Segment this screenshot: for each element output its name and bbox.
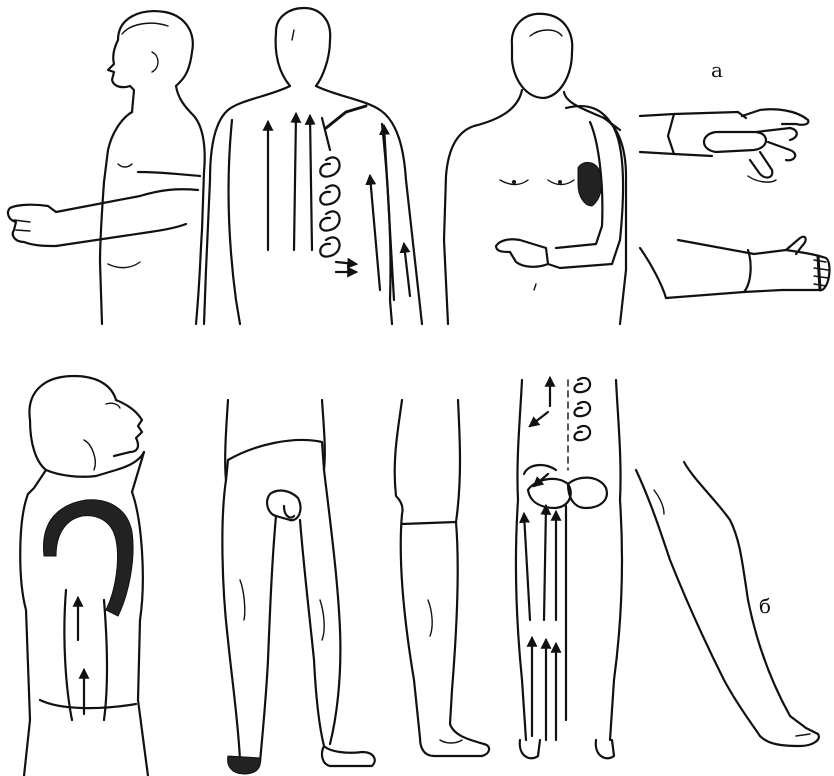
figure-profile-arm — [8, 11, 205, 324]
figure-legs-back-arrows — [516, 378, 622, 758]
figure-bandaged-hands — [640, 109, 829, 298]
figure-front-bandaged-arm — [444, 14, 626, 324]
figure-legs-front — [222, 400, 374, 774]
figure-leg-side-stocking — [395, 400, 489, 756]
panel-label-a: а — [711, 58, 723, 82]
figure-leg-side-profile — [636, 462, 819, 746]
figure-back-view — [204, 8, 422, 324]
panel-label-b: б — [759, 594, 771, 618]
figure-shoulder-bandage — [20, 376, 148, 776]
